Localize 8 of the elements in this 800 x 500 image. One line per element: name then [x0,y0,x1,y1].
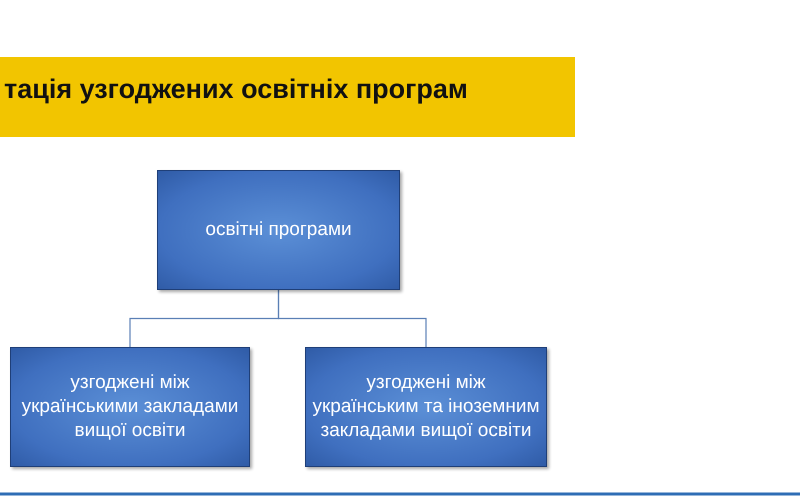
process-box [305,347,547,467]
process-box [10,347,250,467]
node-text: узгоджені між українськими закладами вищої освіти [20,371,240,443]
node-text: узгоджені між українським та іноземним закладами вищої освіти [312,371,540,443]
connector-line [278,290,427,347]
node-text: освітні програми [205,218,352,242]
process-box [157,170,400,290]
title: тація узгоджених освітніх програм [4,74,468,105]
